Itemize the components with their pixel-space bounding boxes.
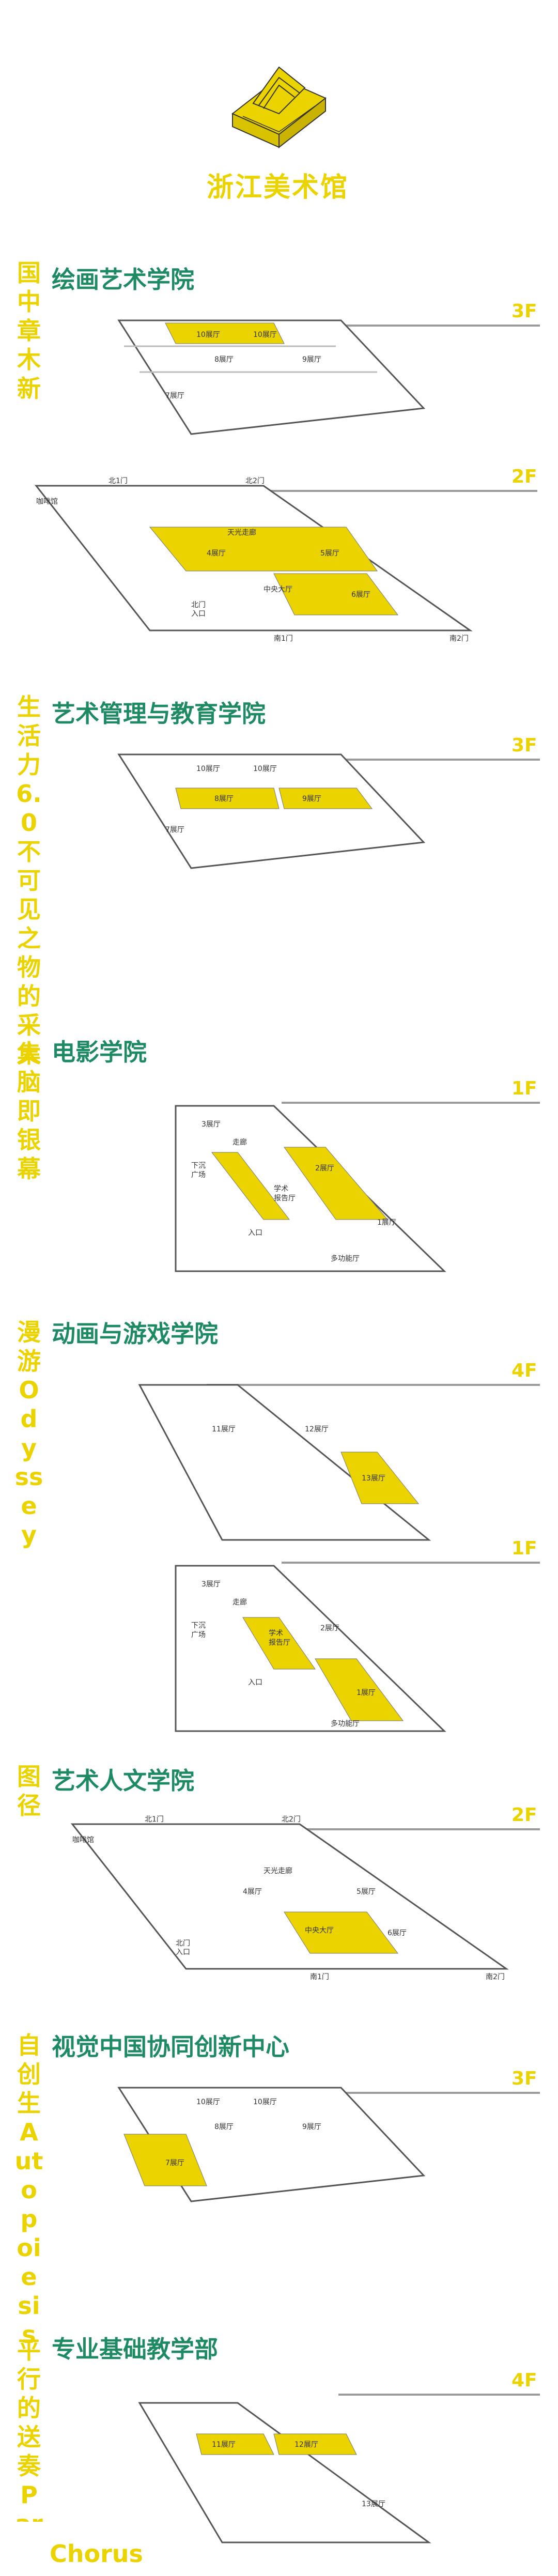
svg-text:12展厅: 12展厅 <box>295 2441 318 2449</box>
svg-text:中央大厅: 中央大厅 <box>305 1926 334 1935</box>
section-heading-5: 艺术人文学院 <box>52 1767 194 1795</box>
svg-text:2展厅: 2展厅 <box>320 1624 339 1632</box>
svg-text:入口: 入口 <box>191 610 206 618</box>
section-heading-7: 专业基础教学部 <box>52 2335 218 2363</box>
svg-text:9展厅: 9展厅 <box>302 795 321 803</box>
svg-text:8展厅: 8展厅 <box>214 795 234 803</box>
svg-text:4展厅: 4展厅 <box>243 1888 262 1896</box>
side-title-4: 漫游Odyssey <box>14 1318 43 1549</box>
svg-text:北门: 北门 <box>191 601 206 609</box>
svg-text:10展厅: 10展厅 <box>196 331 220 339</box>
side-title-2: 生活力6.0 不可见之物的采集 <box>16 693 42 1068</box>
svg-text:北2门: 北2门 <box>282 1815 301 1824</box>
svg-text:1展厅: 1展厅 <box>377 1218 396 1227</box>
svg-text:13展厅: 13展厅 <box>362 1474 385 1483</box>
svg-text:入口: 入口 <box>248 1678 262 1687</box>
svg-text:学术: 学术 <box>274 1185 288 1193</box>
side-title-tail: Chorus <box>50 2540 143 2568</box>
svg-text:中央大厅: 中央大厅 <box>264 585 292 594</box>
svg-text:多功能厅: 多功能厅 <box>331 1719 360 1728</box>
svg-text:1展厅: 1展厅 <box>357 1689 376 1697</box>
floor-plan-3f: 10展厅 10展厅 8展厅 9展厅 7展厅 <box>88 739 450 896</box>
svg-text:报告厅: 报告厅 <box>269 1639 290 1647</box>
side-title-5: 图径 <box>17 1763 41 1819</box>
svg-text:走廊: 走廊 <box>233 1598 247 1607</box>
svg-text:南1门: 南1门 <box>310 1973 329 1981</box>
svg-text:10展厅: 10展厅 <box>253 331 277 339</box>
svg-text:7展厅: 7展厅 <box>165 826 184 834</box>
svg-text:2展厅: 2展厅 <box>315 1164 334 1173</box>
svg-text:南1门: 南1门 <box>274 635 293 643</box>
svg-text:天光走廊: 天光走廊 <box>227 528 256 537</box>
floor-plan-2f: 北1门 北2门 咖啡馆 天光走廊 4展厅 5展厅 中央大厅 6展厅 北门入口 南1门 南… <box>52 1814 527 1986</box>
section-heading-4: 动画与游戏学院 <box>52 1320 218 1348</box>
svg-text:7展厅: 7展厅 <box>165 392 184 400</box>
svg-text:7展厅: 7展厅 <box>165 2159 184 2167</box>
svg-text:走廊: 走廊 <box>233 1138 247 1147</box>
svg-text:8展厅: 8展厅 <box>214 356 234 364</box>
svg-text:报告厅: 报告厅 <box>274 1194 296 1202</box>
svg-text:6展厅: 6展厅 <box>388 1929 407 1937</box>
svg-text:11展厅: 11展厅 <box>212 2441 236 2449</box>
svg-text:天光走廊: 天光走廊 <box>264 1867 292 1875</box>
svg-text:3展厅: 3展厅 <box>202 1580 221 1588</box>
svg-text:12展厅: 12展厅 <box>305 1425 329 1433</box>
floor-plan-1f: 3展厅走廊 下沉广场 2展厅 学术报告厅 1展厅 入口 多功能厅 <box>145 1096 465 1284</box>
svg-text:10展厅: 10展厅 <box>253 765 277 773</box>
svg-text:北2门: 北2门 <box>245 477 265 485</box>
side-title-6: 自创生Autopoiesis <box>14 2031 43 2349</box>
svg-text:4展厅: 4展厅 <box>207 549 226 558</box>
svg-text:10展厅: 10展厅 <box>196 2098 220 2106</box>
svg-text:5展厅: 5展厅 <box>357 1888 376 1896</box>
section-heading-6: 视觉中国协同创新中心 <box>52 2033 289 2061</box>
svg-text:10展厅: 10展厅 <box>196 765 220 773</box>
svg-text:9展厅: 9展厅 <box>302 2123 321 2131</box>
section-heading-2: 艺术管理与教育学院 <box>52 700 266 728</box>
svg-text:多功能厅: 多功能厅 <box>331 1254 360 1263</box>
section-heading-1: 绘画艺术学院 <box>52 266 194 294</box>
svg-text:北门: 北门 <box>176 1939 190 1948</box>
svg-text:9展厅: 9展厅 <box>302 356 321 364</box>
svg-text:入口: 入口 <box>176 1948 190 1956</box>
svg-text:10展厅: 10展厅 <box>253 2098 277 2106</box>
floor-plan-4f: 11展厅 12展厅 13展厅 <box>119 1375 450 1552</box>
svg-text:广场: 广场 <box>191 1631 206 1639</box>
svg-text:入口: 入口 <box>248 1229 262 1237</box>
svg-text:咖啡馆: 咖啡馆 <box>36 498 58 506</box>
svg-text:3展厅: 3展厅 <box>202 1120 221 1129</box>
svg-text:北1门: 北1门 <box>109 477 128 485</box>
floor-plan-4f: 11展厅 12展厅 13展厅 <box>119 2398 450 2555</box>
svg-text:北1门: 北1门 <box>145 1815 164 1824</box>
side-title-3: 大脑即银幕 <box>17 1039 41 1183</box>
side-title-1: 国中章木新 <box>17 259 41 403</box>
svg-text:5展厅: 5展厅 <box>320 549 339 558</box>
floor-plan-3f: 10展厅 10展厅 8展厅 9展厅 7展厅 <box>88 2072 450 2229</box>
svg-text:下沉: 下沉 <box>191 1622 206 1630</box>
floor-plan-3f: 10展厅 10展厅 8展厅 9展厅 7展厅 <box>88 305 450 462</box>
svg-text:11展厅: 11展厅 <box>212 1425 236 1433</box>
svg-text:6展厅: 6展厅 <box>351 591 370 599</box>
side-title-7: 平行的送奏Parallel <box>15 2336 43 2522</box>
floor-label: 3F <box>512 301 537 322</box>
svg-text:南2门: 南2门 <box>450 635 469 643</box>
svg-text:下沉: 下沉 <box>191 1162 206 1170</box>
svg-text:南2门: 南2门 <box>486 1973 505 1981</box>
museum-logo <box>222 57 336 150</box>
floor-plan-2f: 北1门 北2门 咖啡馆 天光走廊 4展厅 5展厅 中央大厅 6展厅 北门入口 南1门 南… <box>16 475 542 648</box>
svg-text:学术: 学术 <box>269 1629 283 1638</box>
svg-text:8展厅: 8展厅 <box>214 2123 234 2131</box>
section-heading-3: 电影学院 <box>52 1038 147 1066</box>
floor-plan-1f: 3展厅走廊 下沉广场 学术报告厅 2展厅 1展厅 入口 多功能厅 <box>145 1555 465 1744</box>
svg-text:咖啡馆: 咖啡馆 <box>72 1836 94 1844</box>
museum-title: 浙江美术馆 <box>207 172 349 203</box>
svg-text:13展厅: 13展厅 <box>362 2500 385 2508</box>
svg-text:广场: 广场 <box>191 1171 206 1179</box>
